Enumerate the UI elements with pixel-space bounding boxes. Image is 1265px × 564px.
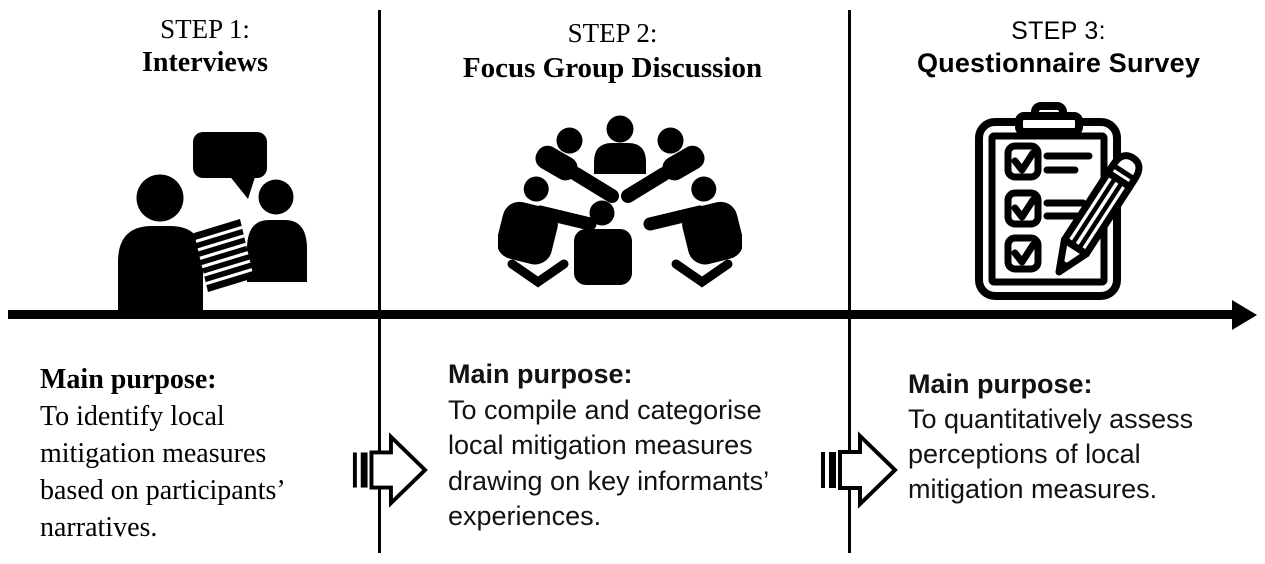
step3-label: STEP 3: — [1011, 17, 1106, 45]
column-divider-2 — [848, 10, 851, 553]
step1-purpose: Main purpose: To identify local mitigati… — [40, 361, 286, 546]
step3-header: STEP 3: Questionnaire Survey — [852, 15, 1265, 80]
purpose-line: narratives. — [40, 512, 158, 543]
step1-header: STEP 1: Interviews — [20, 13, 390, 80]
step1-label: STEP 1: — [160, 14, 250, 44]
focus-group-round-table-icon — [498, 115, 742, 288]
purpose-line: based on participants’ — [40, 475, 286, 506]
step1-purpose-heading: Main purpose: — [40, 364, 217, 395]
step2-header: STEP 2: Focus Group Discussion — [380, 17, 845, 86]
step3-purpose-heading: Main purpose: — [908, 369, 1093, 399]
timeline-arrow-bar — [8, 310, 1233, 319]
step2-purpose-heading: Main purpose: — [448, 359, 633, 389]
purpose-line: To quantitatively assess — [908, 404, 1194, 434]
interview-two-people-speech-bubble-icon — [118, 132, 307, 312]
timeline-arrow-head-icon — [1232, 300, 1257, 330]
striped-right-arrow-icon — [821, 431, 898, 509]
purpose-line: mitigation measures — [40, 438, 267, 469]
step1-title: Interviews — [142, 47, 268, 78]
purpose-line: To compile and categorise — [448, 394, 762, 425]
purpose-line: To identify local — [40, 401, 225, 432]
questionnaire-clipboard-pencil-icon — [975, 102, 1143, 300]
step2-label: STEP 2: — [567, 18, 658, 48]
purpose-line: drawing on key informants’ — [448, 465, 770, 496]
column-divider-1 — [378, 10, 381, 553]
purpose-line: experiences. — [448, 501, 602, 531]
step3-purpose: Main purpose: To quantitatively assess p… — [908, 367, 1193, 507]
purpose-line: mitigation measures. — [908, 474, 1158, 504]
step2-purpose: Main purpose: To compile and categorise … — [448, 357, 769, 535]
step3-title: Questionnaire Survey — [916, 48, 1201, 78]
purpose-line: local mitigation measures — [448, 430, 753, 460]
striped-right-arrow-icon — [352, 432, 428, 508]
step2-title: Focus Group Discussion — [462, 52, 763, 84]
purpose-line: perceptions of local — [908, 439, 1141, 469]
